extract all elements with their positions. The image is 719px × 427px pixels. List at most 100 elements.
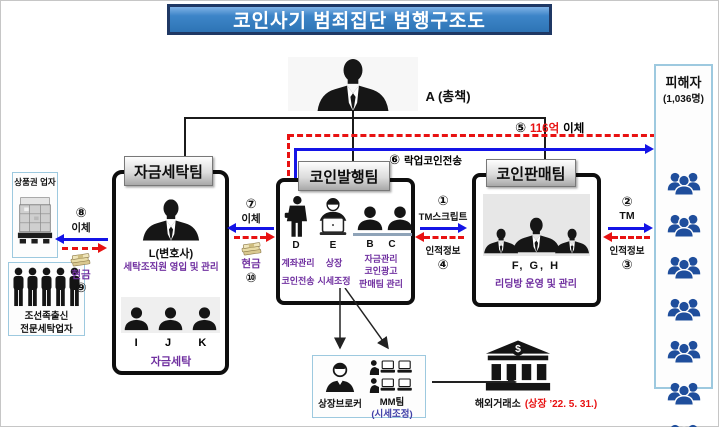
victims-icon-list xyxy=(656,170,711,427)
member-e-laptop-icon xyxy=(314,195,352,237)
flow7-num: ⑦ xyxy=(245,196,257,211)
flow4-label: 인적정보 xyxy=(425,246,461,257)
coin-arrow-6-rise xyxy=(294,150,297,193)
tm-arrow-2 xyxy=(608,227,644,230)
flow5-num: ⑤ xyxy=(515,120,527,135)
laundering-members-labels: I J K xyxy=(121,337,220,349)
boss-photo xyxy=(288,57,418,111)
arrowhead-black-right xyxy=(508,377,517,387)
arrowhead-red-left xyxy=(415,232,424,242)
laundering-leader-icon xyxy=(141,198,201,242)
connector-to-mm-box xyxy=(334,288,389,350)
flow6-text: 락업코인전송 xyxy=(404,154,462,167)
transfer-arrow-7 xyxy=(236,227,274,230)
exchange-label: 해외거래소 (상장 ’22. 5. 31.) xyxy=(475,395,597,410)
member-d-label: D xyxy=(292,240,300,251)
flow9-label: 현금 xyxy=(71,269,91,281)
member-e-label: E xyxy=(329,240,337,251)
member-label: J xyxy=(164,337,172,349)
member-c-label: C xyxy=(388,239,396,250)
bank-icon xyxy=(484,338,552,392)
standing-person-icon xyxy=(26,267,39,307)
flow10-num: ⑩ xyxy=(245,270,257,285)
standing-person-icon xyxy=(54,267,67,307)
arrowhead-red-right xyxy=(98,243,107,253)
flow8-label: 이체 xyxy=(71,222,91,234)
person-bust-icon xyxy=(192,304,217,333)
flow5-amount: 116억 xyxy=(530,123,560,135)
standing-person-icon xyxy=(40,267,53,307)
victims-group-icon xyxy=(666,296,702,322)
person-bust-icon xyxy=(387,204,413,232)
laundering-members-role: 자금세탁 xyxy=(150,356,192,368)
standing-person-icon xyxy=(12,267,25,307)
connector-laundering xyxy=(184,117,186,159)
laundering-leader-name: L(변호사) xyxy=(148,248,194,260)
flow5-text: 이체 xyxy=(563,123,585,135)
arrowhead-blue-right xyxy=(644,223,653,233)
sales-members-label: F, G, H xyxy=(511,260,561,272)
flow6-label: ⑥ 락업코인전송 xyxy=(389,152,462,168)
e-role-1: 상장 xyxy=(325,258,343,268)
issuing-team-header: 코인발행팀 xyxy=(298,161,390,191)
flow9-num: ⑨ xyxy=(75,280,87,295)
laundering-members-photo xyxy=(121,297,220,333)
gift-dealer-label: 상품권 업자 xyxy=(14,177,56,187)
launderer-label-2: 전문세탁업자 xyxy=(20,324,73,335)
transfer-arrow-8 xyxy=(64,238,108,241)
cash-icon xyxy=(240,242,262,257)
flow7-label: 이체 xyxy=(241,213,261,225)
flow4-num: ④ xyxy=(437,257,449,272)
d-role-1: 계좌관리 xyxy=(281,258,315,268)
flow1-label: TM스크립트 xyxy=(418,212,468,223)
laundering-leader-role: 세탁조직원 영입 및 관리 xyxy=(123,262,219,273)
member-d-icon xyxy=(283,196,310,238)
cash-arrow-9 xyxy=(62,247,98,250)
flow6-num: ⑥ xyxy=(389,152,401,167)
pallet-icon xyxy=(17,190,53,252)
sales-team-photo xyxy=(483,194,590,256)
launderer-box: 조선족출신 전문세탁업자 xyxy=(8,262,85,336)
connector-boss xyxy=(352,110,354,119)
flow1-num: ① xyxy=(437,193,449,208)
connector-issuing xyxy=(352,117,354,163)
member-b-label: B xyxy=(366,239,374,250)
victims-group-icon xyxy=(666,254,702,280)
transfer-arrow-5 xyxy=(288,134,656,137)
connector-sales xyxy=(544,117,546,161)
info-arrow-3 xyxy=(612,236,650,239)
bc-role-2: 코인광고 xyxy=(364,266,398,276)
exchange-note: (상장 ’22. 5. 31.) xyxy=(524,399,598,410)
flow3-num: ③ xyxy=(621,257,633,272)
info-arrow-4 xyxy=(424,236,464,239)
suit-person-icon xyxy=(554,226,590,256)
flow5-label: ⑤ 116억 이체 xyxy=(515,120,584,136)
member-label: I xyxy=(134,337,138,349)
boss-silhouette-icon xyxy=(293,59,413,111)
script-arrow-1 xyxy=(420,227,458,230)
sales-team-header: 코인판매팀 xyxy=(486,159,576,187)
arrowhead-blue-right xyxy=(645,144,654,154)
flow3-label: 인적정보 xyxy=(609,246,645,257)
broker-label: 상장브로커 xyxy=(318,399,362,410)
laundering-team-header: 자금세탁팀 xyxy=(124,156,213,186)
victims-group-icon xyxy=(666,212,702,238)
arrowhead-red-right xyxy=(266,232,275,242)
mm-team-role: (시세조정) xyxy=(371,409,413,420)
mm-team-label: MM팀 xyxy=(379,397,405,408)
transfer-arrow-5-drop xyxy=(287,134,290,194)
cash-icon xyxy=(69,253,91,268)
member-label: K xyxy=(198,337,207,349)
bc-role-3: 판매팀 관리 xyxy=(359,279,403,289)
mm-team-icons xyxy=(364,359,418,393)
desk-bar xyxy=(353,233,412,236)
exchange-name: 해외거래소 xyxy=(474,399,521,410)
page-title: 코인사기 범죄집단 범행구조도 xyxy=(167,4,552,35)
d-role-2: 코인전송 xyxy=(281,276,315,286)
boss-label: A (총책) xyxy=(425,89,471,104)
gift-dealer-box: 상품권 업자 xyxy=(12,172,58,258)
person-bust-icon xyxy=(124,304,149,333)
victims-panel: 피해자 (1,036명) xyxy=(654,64,713,389)
flow10-label: 현금 xyxy=(241,258,261,270)
